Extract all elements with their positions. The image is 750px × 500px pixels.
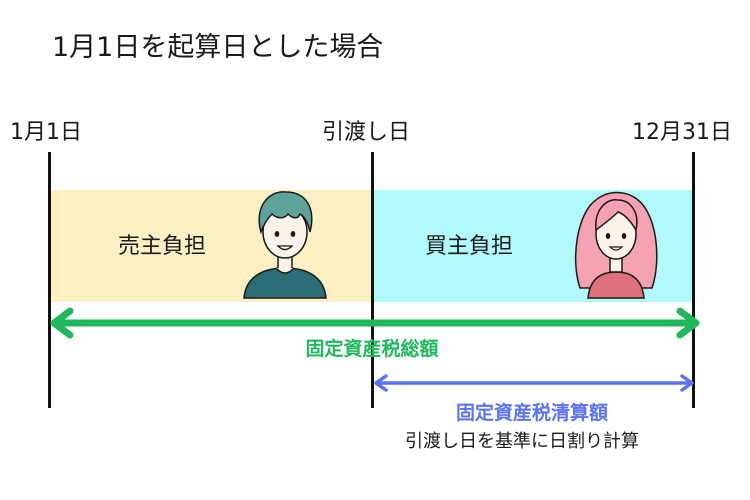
seller-burden-label: 売主負担 — [118, 234, 207, 259]
settlement-tax-arrow — [374, 374, 694, 392]
page-title: 1月1日を起算日とした場合 — [52, 32, 384, 63]
settlement-tax-label: 固定資産税清算額 — [455, 402, 608, 424]
total-tax-label: 固定資産税総額 — [305, 338, 439, 360]
woman-avatar-icon — [574, 191, 658, 299]
total-tax-arrow — [50, 307, 700, 339]
start-date-label: 1月1日 — [10, 120, 82, 145]
man-avatar-icon — [243, 191, 327, 299]
end-date-line — [692, 152, 695, 408]
prorated-note: 引渡し日を基準に日割り計算 — [405, 431, 639, 452]
handover-date-label: 引渡し日 — [322, 120, 411, 145]
start-date-line — [48, 152, 51, 408]
buyer-burden-label: 買主負担 — [425, 234, 514, 259]
handover-date-line — [371, 152, 374, 408]
end-date-label: 12月31日 — [632, 120, 732, 145]
